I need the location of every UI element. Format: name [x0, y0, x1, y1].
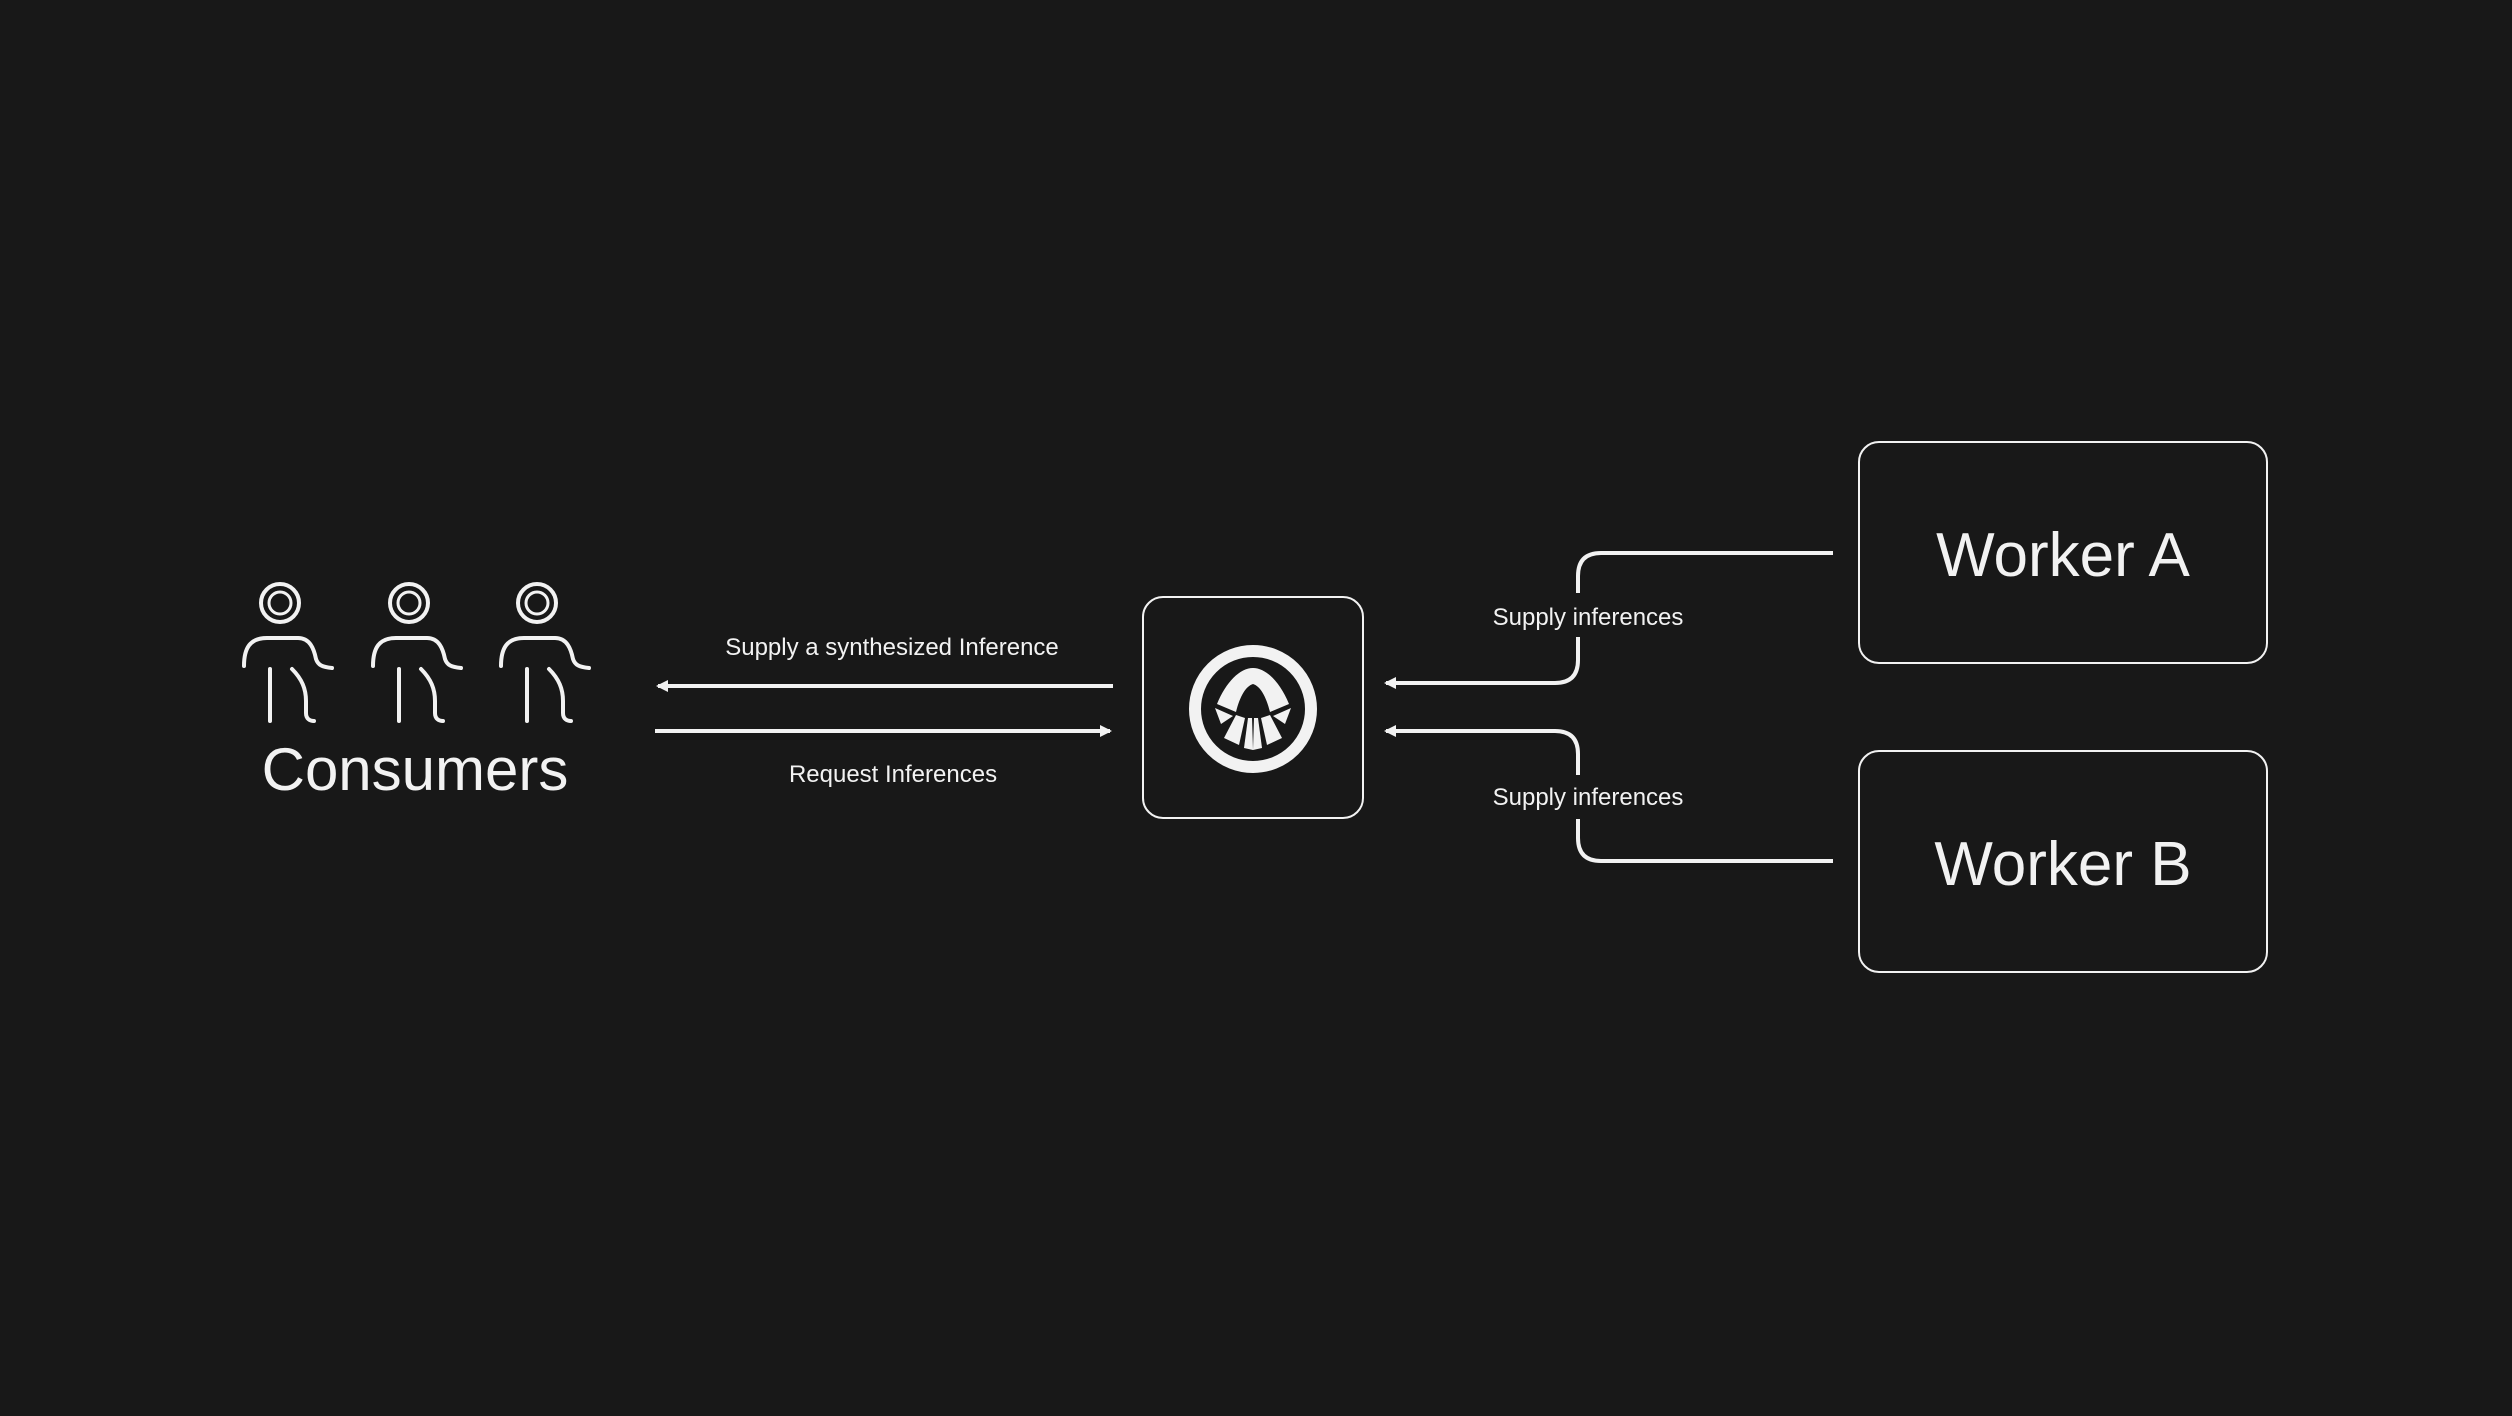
person-icon [242, 582, 334, 723]
consumers-label: Consumers [262, 736, 569, 803]
hub-box [1142, 596, 1364, 819]
supply-inferences-label-b: Supply inferences [1493, 784, 1684, 811]
worker-connectors: Supply inferences Supply inferences [1384, 551, 1833, 863]
worker-a-label: Worker A [1936, 521, 2190, 590]
request-inferences-label: Request Inferences [789, 761, 997, 788]
worker-b-box: Worker B [1858, 750, 2268, 973]
supply-inferences-label-a: Supply inferences [1493, 604, 1684, 631]
consumer-hub-arrows: Supply a synthesized Inference Request I… [655, 634, 1113, 788]
worker-b-label: Worker B [1934, 830, 2191, 899]
network-logo-icon [1189, 645, 1317, 773]
consumers-group: Consumers [242, 582, 591, 803]
person-icon [499, 582, 591, 723]
supply-synthesized-label: Supply a synthesized Inference [725, 634, 1059, 661]
person-icon [371, 582, 463, 723]
worker-a-box: Worker A [1858, 441, 2268, 664]
